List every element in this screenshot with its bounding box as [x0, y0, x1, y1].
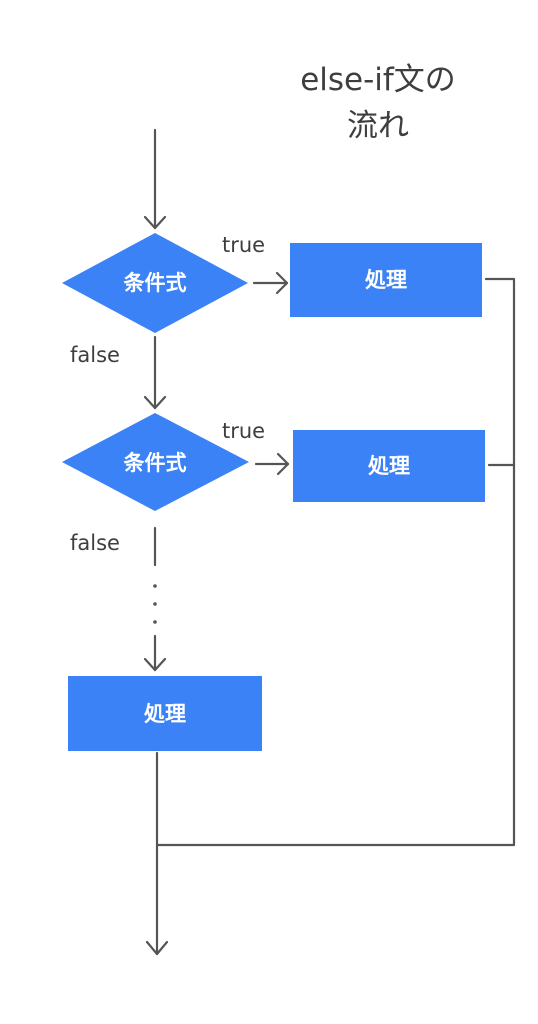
merge-connector	[155, 277, 516, 847]
condition-label-1: 条件式	[124, 271, 187, 295]
condition-diamond-2	[62, 413, 249, 511]
diagram-title-line-1: else-if文の	[300, 62, 456, 98]
true-label-2: true	[222, 419, 265, 443]
true-label-1: true	[222, 233, 265, 257]
diagram-title-line-2: 流れ	[347, 108, 409, 144]
process-box-2	[293, 430, 485, 502]
process-label-2: 処理	[368, 454, 410, 478]
exit-arrowhead	[145, 940, 169, 956]
false-arrowhead-1	[143, 395, 167, 410]
condition-diamond-1	[62, 233, 248, 333]
ellipsis-dot-2	[153, 602, 157, 606]
entry-arrowhead	[143, 215, 167, 230]
condition-label-2: 条件式	[124, 451, 187, 475]
else-arrowhead	[143, 657, 167, 672]
else-process-label: 処理	[144, 702, 186, 726]
false-label-2: false	[70, 531, 120, 555]
process-label-1: 処理	[365, 268, 407, 292]
ellipsis-dot-1	[153, 584, 157, 588]
ellipsis-dot-3	[153, 620, 157, 624]
else-process-box	[68, 676, 262, 751]
false-label-1: false	[70, 343, 120, 367]
true-arrowhead-2	[276, 452, 290, 476]
true-arrowhead-1	[275, 271, 289, 295]
process-box-1	[290, 243, 482, 317]
